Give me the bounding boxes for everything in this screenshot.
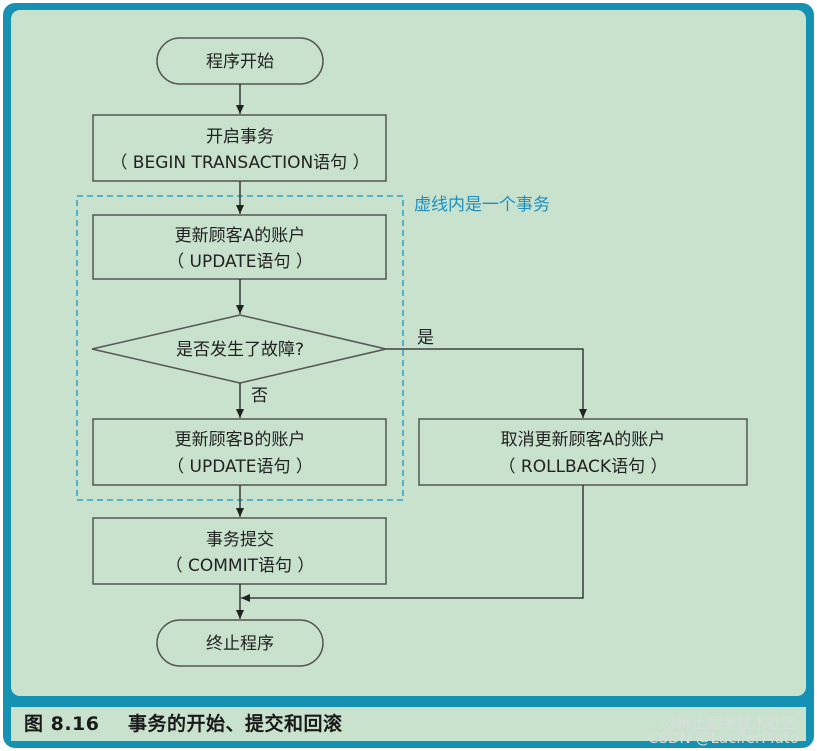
commit-box	[92, 517, 387, 585]
yes-branch-label: 是	[417, 328, 434, 348]
arrow-decision-to-rollback	[386, 348, 587, 418]
end-terminal	[156, 619, 324, 667]
transaction-scope-label: 虚线内是一个事务	[414, 195, 550, 215]
begin-transaction-label: 开启事务	[206, 127, 274, 147]
begin-transaction-statement: （ BEGIN TRANSACTION语句 ）	[110, 153, 369, 173]
rollback-statement: （ ROLLBACK语句 ）	[499, 457, 668, 477]
failure-decision-label: 是否发生了故障?	[176, 340, 304, 360]
end-label: 终止程序	[206, 634, 274, 654]
arrow-rollback-to-end	[241, 485, 584, 602]
figure-caption: 图 8.16 事务的开始、提交和回滚	[24, 713, 343, 735]
begin-transaction-box	[92, 114, 387, 182]
watermark-juejin: @稀土掘金技术社区	[661, 714, 797, 732]
commit-statement: （ COMMIT语句 ）	[166, 556, 315, 576]
update-b-box	[92, 418, 387, 486]
caption-bar	[11, 707, 806, 741]
watermark-csdn: CSDN @LuciferPluto	[647, 729, 799, 747]
update-a-box	[92, 214, 387, 280]
update-a-statement: （ UPDATE语句 ）	[167, 252, 313, 272]
start-label: 程序开始	[206, 52, 274, 72]
update-b-label: 更新顾客B的账户	[175, 430, 306, 450]
rollback-box	[418, 418, 748, 486]
update-a-label: 更新顾客A的账户	[175, 226, 306, 246]
commit-label: 事务提交	[206, 530, 274, 550]
update-b-statement: （ UPDATE语句 ）	[167, 457, 313, 477]
no-branch-label: 否	[251, 386, 268, 406]
rollback-label: 取消更新顾客A的账户	[501, 430, 666, 450]
